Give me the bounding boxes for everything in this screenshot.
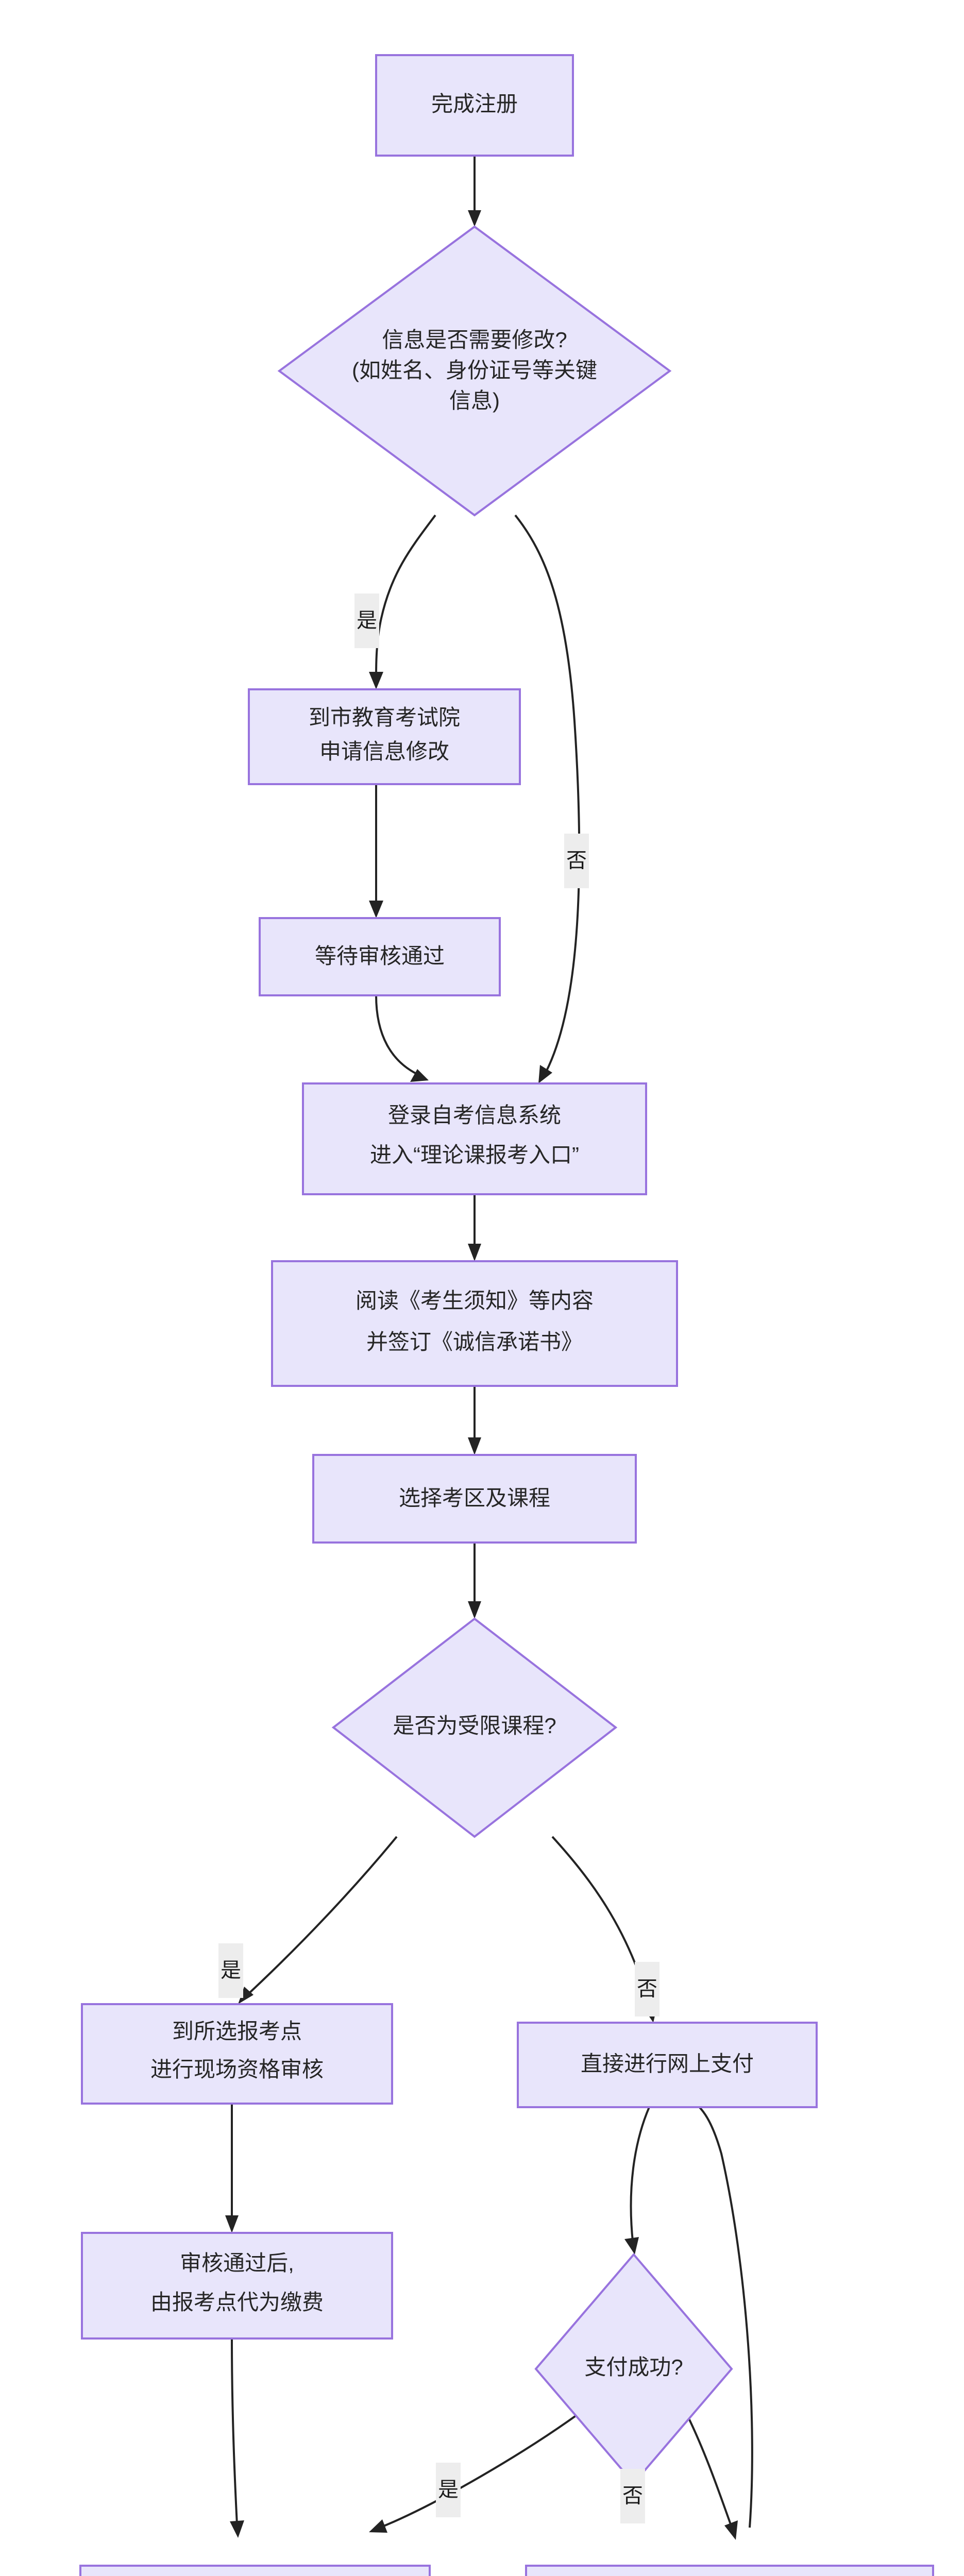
node-n13-payment-success[interactable]: 支付成功 课程锁定，报考费不退	[79, 2565, 431, 2576]
node-n11-line-1: 由报考点代为缴费	[150, 2290, 324, 2314]
node-n6-line-1: 并签订《诚信承诺书》	[366, 1330, 583, 1354]
edge-label-n12-n14: 否	[620, 2469, 645, 2523]
node-n9-onsite-qualification-review[interactable]: 到所选报考点 进行现场资格审核	[81, 2003, 393, 2105]
edge-label-n2-n3: 是	[354, 594, 379, 648]
node-n1-line-0: 完成注册	[431, 92, 518, 116]
node-n6-line-0: 阅读《考生须知》等内容	[356, 1289, 594, 1313]
edge-n11-n13	[230, 2338, 244, 2538]
node-n11-line-0: 审核通过后,	[180, 2251, 294, 2275]
node-n6-read-and-sign[interactable]: 阅读《考生须知》等内容 并签订《诚信承诺书》	[271, 1260, 678, 1387]
edge-label-n12-n13: 是	[436, 2463, 461, 2517]
node-n7-line-0: 选择考区及课程	[399, 1486, 550, 1510]
edge-n1-n2	[468, 156, 481, 227]
node-n2-line-0: 信息是否需要修改?	[382, 328, 567, 352]
node-n4-wait-for-approval[interactable]: 等待审核通过	[259, 917, 501, 996]
node-n9-line-0: 到所选报考点	[172, 2019, 302, 2043]
node-n11-center-pays-fee[interactable]: 审核通过后, 由报考点代为缴费	[81, 2232, 393, 2340]
node-n14-payment-failed[interactable]: 支付未成功 可返回修改课程或重新支付	[525, 2565, 934, 2576]
edge-n7-n8	[468, 1543, 481, 1619]
edge-n10-n12	[624, 2107, 650, 2255]
edge-n2-n5	[514, 514, 581, 1083]
edge-label-no-1: 否	[566, 850, 587, 872]
node-n10-direct-online-payment[interactable]: 直接进行网上支付	[517, 2022, 818, 2108]
node-n1-complete-registration[interactable]: 完成注册	[375, 54, 574, 157]
node-n7-select-district-and-courses[interactable]: 选择考区及课程	[312, 1454, 637, 1544]
node-n12-line-0: 支付成功?	[584, 2355, 683, 2379]
edge-n8-n9	[238, 1836, 398, 2004]
edge-label-n2-n5: 否	[564, 834, 589, 888]
node-n8-line-0: 是否为受限课程?	[393, 1714, 556, 1738]
edge-label-yes-3: 是	[438, 2479, 459, 2501]
node-n8-restricted-course-decision[interactable]: 是否为受限课程?	[331, 1617, 618, 1838]
edge-n3-n4	[369, 784, 383, 918]
node-n3-apply-info-change[interactable]: 到市教育考试院 申请信息修改	[248, 688, 521, 785]
edge-n4-n5	[375, 995, 429, 1082]
node-n4-line-0: 等待审核通过	[315, 944, 445, 968]
edge-label-no-2: 否	[637, 1978, 657, 2001]
edge-n6-n7	[468, 1386, 481, 1455]
node-n3-line-1: 申请信息修改	[319, 739, 449, 764]
edge-n2-n3	[369, 514, 436, 689]
edge-n14-n10	[673, 2090, 753, 2528]
edge-label-n8-n9: 是	[218, 1943, 243, 1998]
node-n2-line-1: (如姓名、身份证号等关键	[352, 358, 597, 382]
edge-n12-n13	[369, 2410, 583, 2533]
node-n5-line-1: 进入“理论课报考入口”	[370, 1143, 579, 1167]
node-n2-info-needs-change-decision[interactable]: 信息是否需要修改? (如姓名、身份证号等关键 信息)	[277, 225, 672, 517]
edge-n5-n6	[468, 1194, 481, 1261]
node-n2-line-2: 信息)	[449, 388, 500, 413]
node-n3-line-0: 到市教育考试院	[309, 705, 460, 730]
node-n5-line-0: 登录自考信息系统	[388, 1103, 561, 1127]
node-n5-login-system[interactable]: 登录自考信息系统 进入“理论课报考入口”	[302, 1082, 647, 1195]
edge-label-no-3: 否	[622, 2485, 643, 2507]
edge-label-n8-n10: 否	[635, 1962, 659, 2016]
node-n10-line-0: 直接进行网上支付	[581, 2052, 754, 2076]
node-n9-line-1: 进行现场资格审核	[150, 2057, 324, 2081]
edge-n9-n11	[225, 2104, 239, 2233]
edge-label-yes-1: 是	[357, 609, 377, 632]
edge-n12-n14	[684, 2411, 738, 2540]
edge-layer	[225, 156, 753, 2540]
edge-label-yes-2: 是	[221, 1959, 241, 1982]
